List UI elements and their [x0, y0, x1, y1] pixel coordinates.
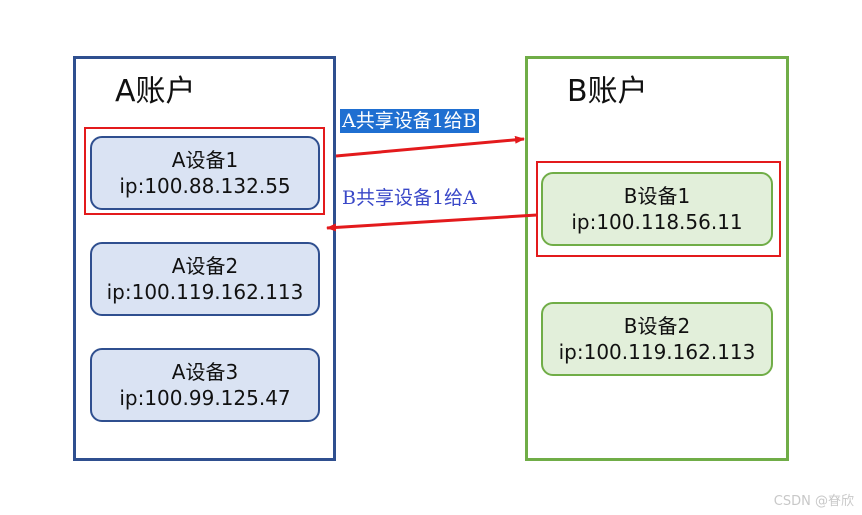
device-ip: ip:100.99.125.47: [119, 386, 291, 410]
account-a-title: A账户: [115, 74, 196, 109]
device-b2: B设备2 ip:100.119.162.113: [541, 302, 773, 376]
account-a-highlight: [84, 127, 325, 215]
device-name: A设备2: [171, 254, 239, 278]
device-ip: ip:100.119.162.113: [106, 280, 304, 304]
device-ip: ip:100.118.56.11: [571, 210, 743, 234]
device-a3: A设备3 ip:100.99.125.47: [90, 348, 320, 422]
device-a1: A设备1 ip:100.88.132.55: [90, 136, 320, 210]
watermark: CSDN @眘欣: [773, 494, 854, 509]
device-a2: A设备2 ip:100.119.162.113: [90, 242, 320, 316]
device-ip: ip:100.119.162.113: [558, 340, 756, 364]
account-b-panel: [525, 56, 789, 461]
device-name: B设备1: [623, 184, 691, 208]
device-b1: B设备1 ip:100.118.56.11: [541, 172, 773, 246]
account-b-highlight: [536, 161, 781, 257]
device-ip: ip:100.88.132.55: [119, 174, 291, 198]
account-a-panel: [73, 56, 336, 461]
arrow-a-to-b: [335, 135, 525, 158]
label-a-share-to-b: A共享设备1给B: [340, 109, 479, 133]
device-name: A设备3: [171, 360, 239, 384]
label-b-share-to-a: B共享设备1给A: [342, 187, 477, 209]
device-name: A设备1: [171, 148, 239, 172]
arrow-b-to-a: [326, 213, 538, 232]
account-b-title: B账户: [567, 74, 648, 109]
device-name: B设备2: [623, 314, 691, 338]
